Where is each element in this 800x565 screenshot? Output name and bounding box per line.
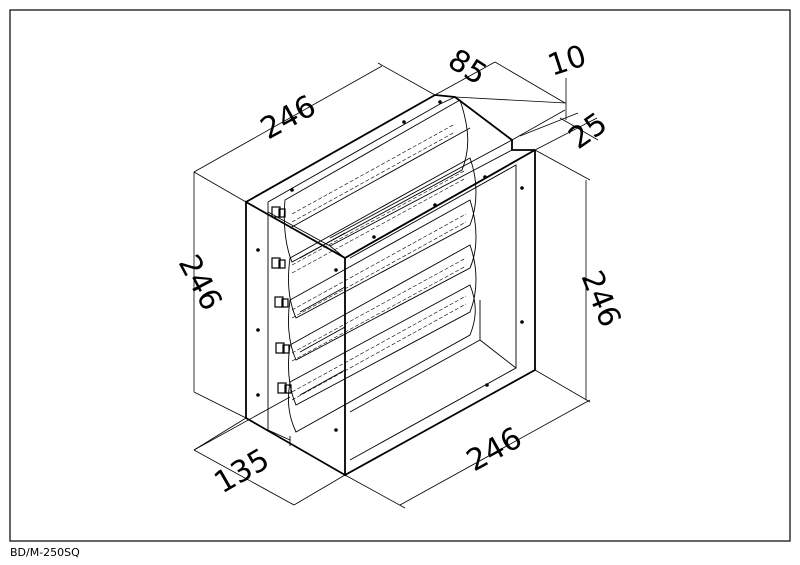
dim-depth: 135 bbox=[209, 442, 276, 501]
dim-flange-offset: 25 bbox=[563, 106, 614, 157]
rivet-holes bbox=[256, 100, 524, 432]
dim-bottom-width: 246 bbox=[461, 421, 528, 479]
dim-blade-depth: 85 bbox=[442, 42, 493, 92]
damper-body bbox=[245, 94, 536, 477]
blades bbox=[283, 99, 477, 433]
dim-top-width: 246 bbox=[255, 89, 322, 147]
dim-right-height: 246 bbox=[574, 266, 628, 332]
drawing-frame bbox=[9, 9, 791, 542]
spindles bbox=[271, 206, 292, 394]
dimension-lines bbox=[193, 61, 599, 509]
dim-flange-thickness: 10 bbox=[544, 39, 591, 84]
dim-left-height: 246 bbox=[171, 249, 229, 316]
model-code: BD/M-250SQ bbox=[10, 546, 80, 559]
